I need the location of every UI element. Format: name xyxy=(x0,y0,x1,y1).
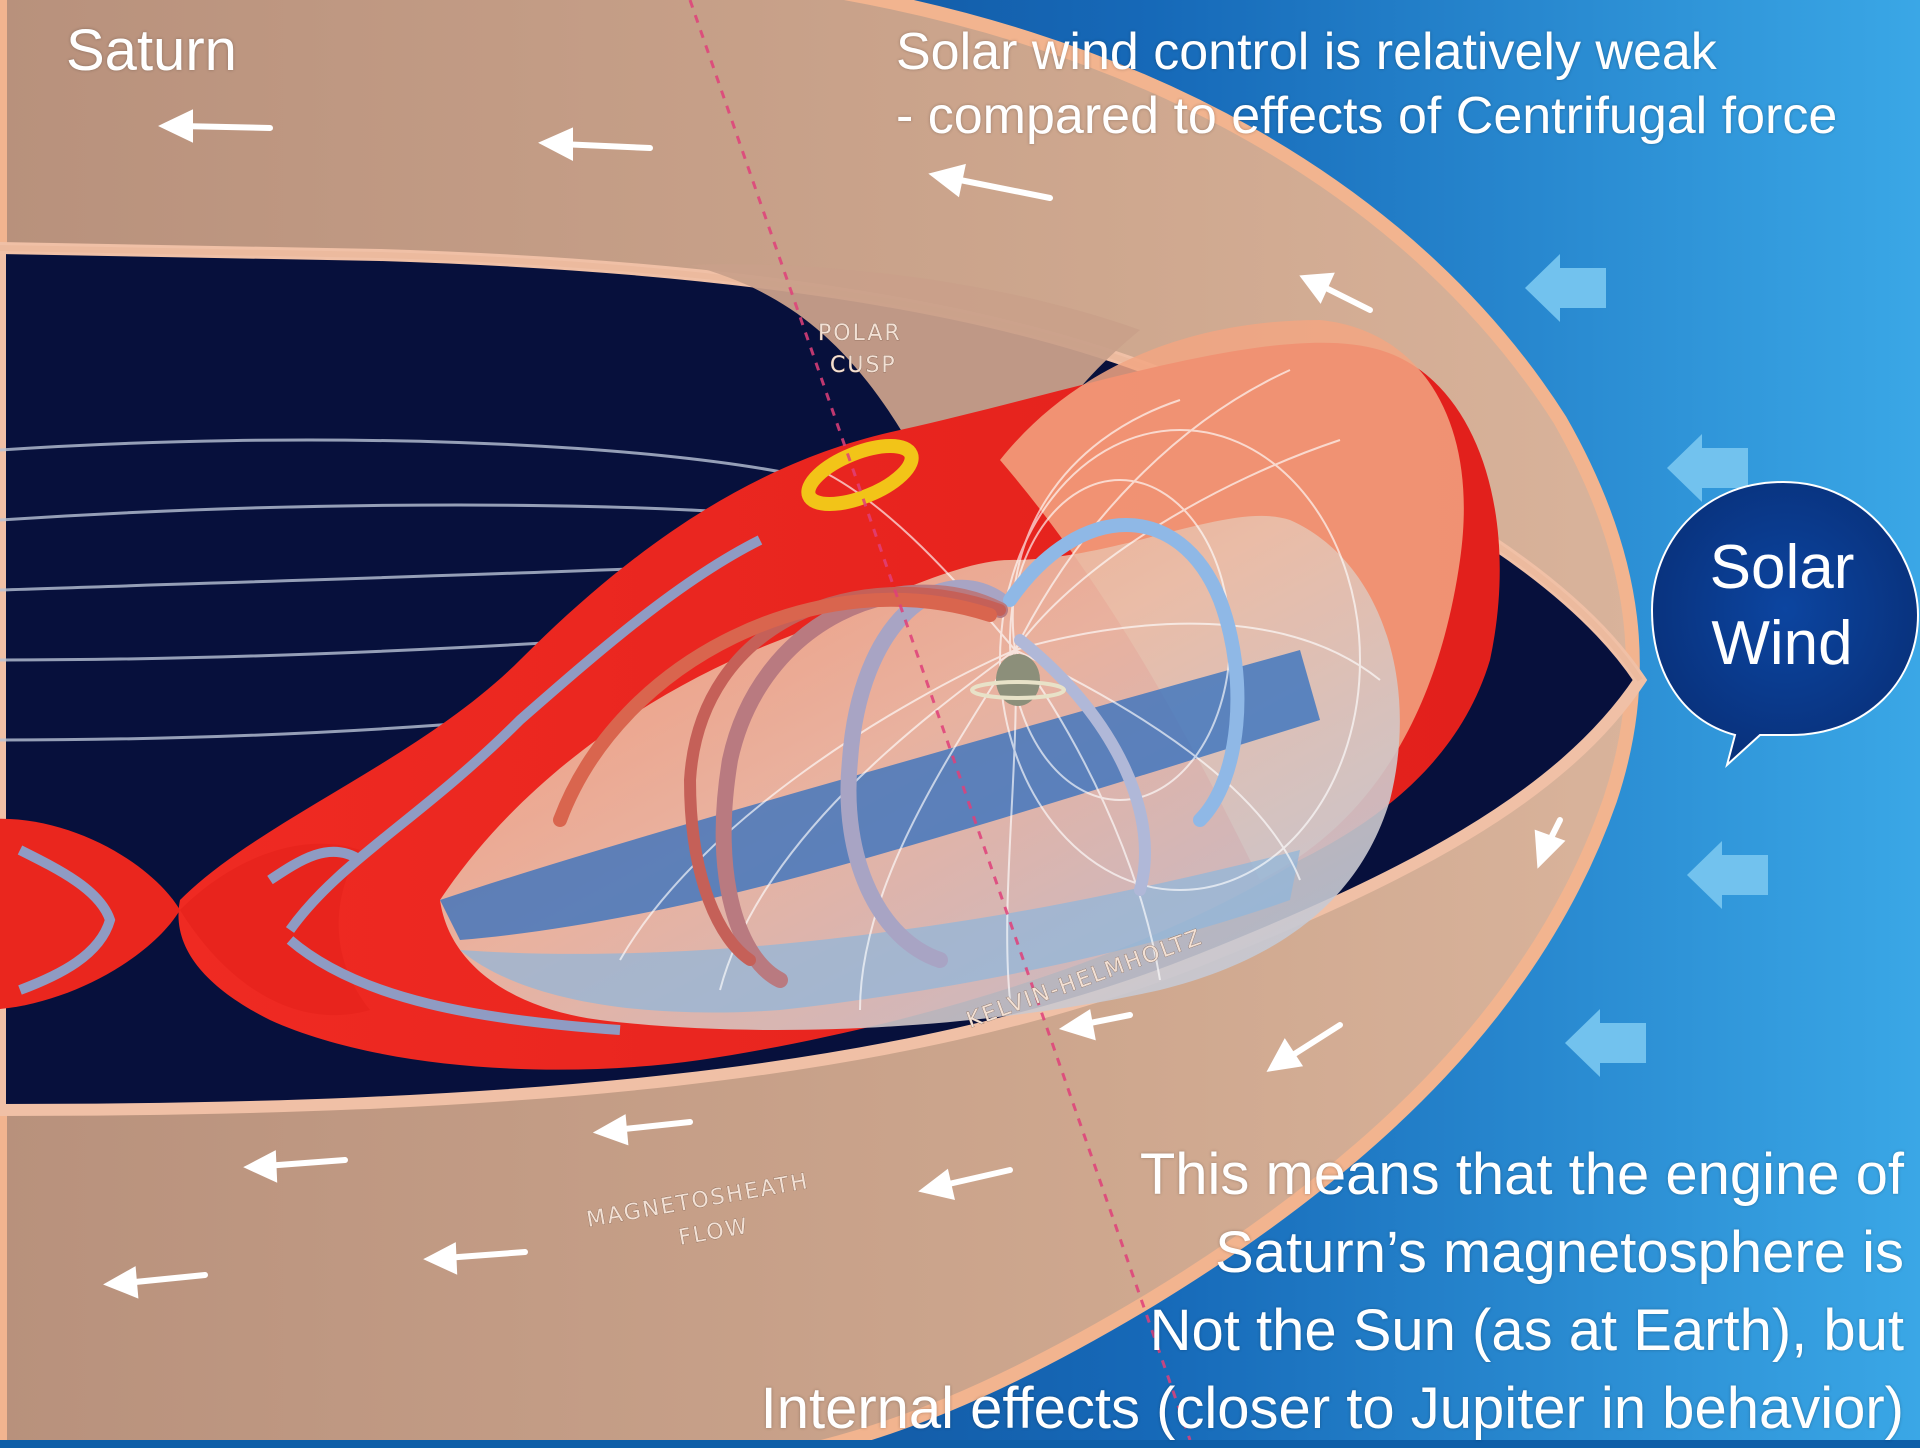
solar-wind-arrow-icon xyxy=(1525,254,1606,322)
magnetosheath-flow-arrows xyxy=(103,109,1566,1299)
inner-blue-band-lower xyxy=(460,850,1300,1013)
flow-arrow-icon xyxy=(918,1167,1013,1200)
top-note-line1: Solar wind control is relatively weak xyxy=(896,23,1717,81)
flux-tubes xyxy=(553,518,1245,988)
flow-arrow-icon xyxy=(538,127,653,161)
bubble-line1: Solar xyxy=(1709,533,1855,602)
top-note: Solar wind control is relatively weak - … xyxy=(896,20,1837,148)
aurora-ring xyxy=(801,439,919,511)
flow-arrow-icon xyxy=(1266,1022,1343,1072)
conclusion-note: This means that the engine of Saturn’s m… xyxy=(504,1136,1904,1448)
flow-arrow-icon xyxy=(1299,272,1373,313)
conclusion-line2: Saturn’s magnetosphere is xyxy=(1215,1220,1904,1285)
conclusion-line1: This means that the engine of xyxy=(1139,1142,1904,1207)
flow-arrow-icon xyxy=(928,163,1053,201)
flow-arrow-icon xyxy=(243,1150,348,1183)
solar-wind-bubble-text: Solar Wind xyxy=(1650,530,1914,682)
solar-wind-arrow-icon xyxy=(1667,434,1748,502)
flow-arrow-icon xyxy=(1534,817,1566,869)
solar-wind-arrows xyxy=(1525,254,1768,1077)
spin-axis xyxy=(688,0,1192,1440)
polar-cusp-label-line1: POLAR xyxy=(818,321,902,346)
bubble-line2: Wind xyxy=(1711,609,1853,678)
flow-arrow-icon xyxy=(103,1266,208,1299)
conclusion-line4: Internal effects (closer to Jupiter in b… xyxy=(760,1376,1904,1441)
conclusion-line3: Not the Sun (as at Earth), but xyxy=(1149,1298,1904,1363)
kelvin-helmholtz-waves xyxy=(17,535,763,1035)
top-note-line2: - compared to effects of Centrifugal for… xyxy=(896,87,1838,145)
page-title: Saturn xyxy=(66,18,237,83)
solar-wind-bubble xyxy=(1650,480,1920,769)
solar-wind-arrow-icon xyxy=(1565,1009,1646,1077)
flow-arrow-icon xyxy=(592,1114,693,1146)
flow-arrow-icon xyxy=(423,1242,528,1275)
flow-arrow-icon xyxy=(1058,1009,1133,1041)
solar-wind-arrow-icon xyxy=(1687,841,1768,909)
polar-cusp-label-line2: CUSP xyxy=(830,353,897,378)
flow-arrow-icon xyxy=(158,109,273,143)
saturn-planet-icon xyxy=(970,654,1066,706)
